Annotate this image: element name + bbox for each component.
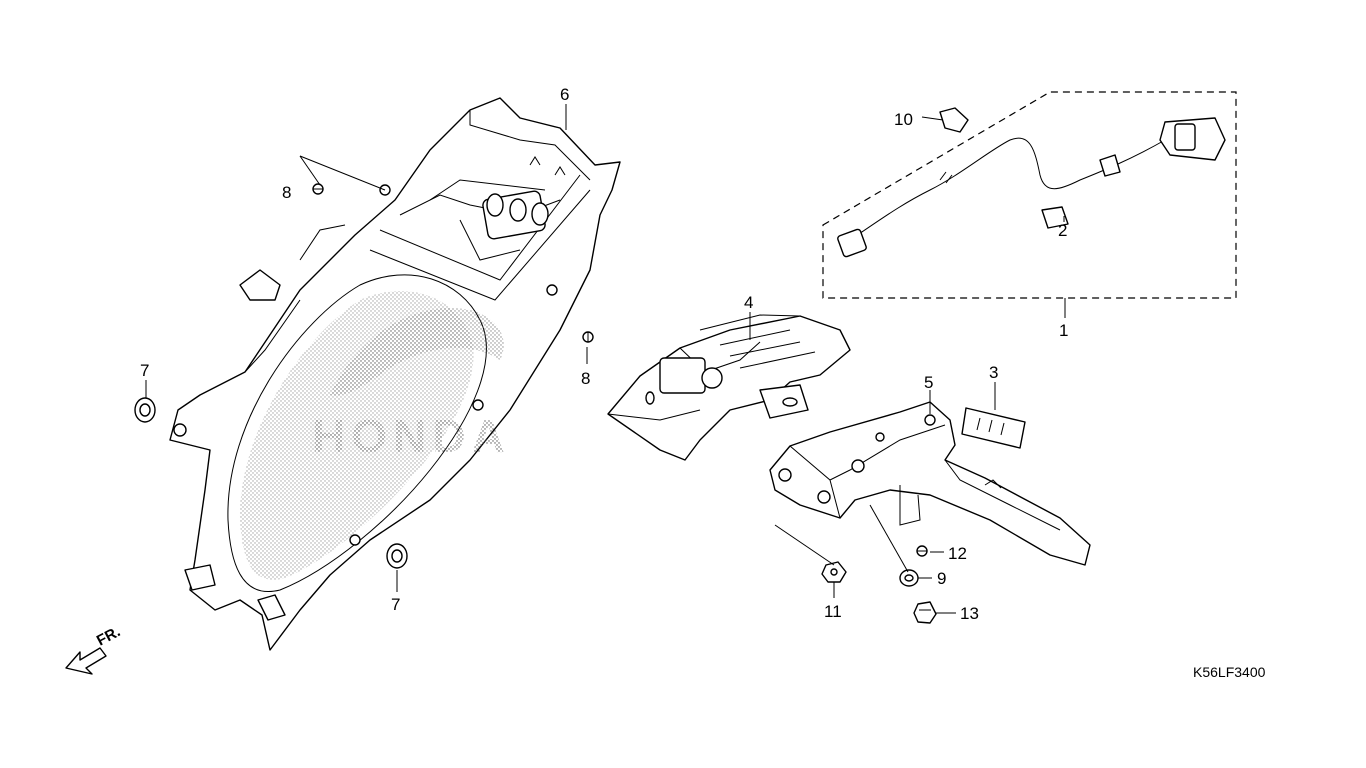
callout-7-bottom: 7 xyxy=(391,595,400,614)
callout-13: 13 xyxy=(960,604,979,623)
part-13-bolt xyxy=(913,601,937,624)
part-12-screw xyxy=(916,545,928,557)
callout-8-right: 8 xyxy=(581,369,590,388)
callout-3: 3 xyxy=(989,363,998,382)
front-direction-indicator: FR. xyxy=(65,623,123,675)
callout-6: 6 xyxy=(560,85,569,104)
part-8-screw-right xyxy=(582,331,594,343)
part-5-bracket xyxy=(769,401,1091,566)
callout-8-top: 8 xyxy=(282,183,291,202)
callout-10: 10 xyxy=(894,110,913,129)
rear-fender-part-6 xyxy=(169,97,621,651)
part-1-harness-group xyxy=(822,91,1237,299)
callout-12: 12 xyxy=(948,544,967,563)
part-3-plate xyxy=(961,407,1026,449)
callout-7-left: 7 xyxy=(140,361,149,380)
callout-5: 5 xyxy=(924,373,933,392)
callout-11: 11 xyxy=(824,602,842,621)
part-7-grommet-left xyxy=(134,397,156,423)
part-9-collar xyxy=(899,569,919,587)
callout-2: 2 xyxy=(1058,221,1067,240)
drawing-code: K56LF3400 xyxy=(1193,664,1266,680)
callout-4: 4 xyxy=(744,293,753,312)
callout-9: 9 xyxy=(937,569,946,588)
honda-logo-watermark: HONDA xyxy=(312,410,511,462)
part-11-nut xyxy=(821,561,847,583)
part-7-grommet-bottom xyxy=(386,543,408,569)
part-8-screw-top xyxy=(312,183,324,195)
front-direction-label: FR. xyxy=(94,623,123,649)
leader-lines xyxy=(145,104,1066,614)
part-4-cover xyxy=(607,314,851,461)
callout-1: 1 xyxy=(1059,321,1068,340)
honda-wing-watermark xyxy=(330,308,504,396)
